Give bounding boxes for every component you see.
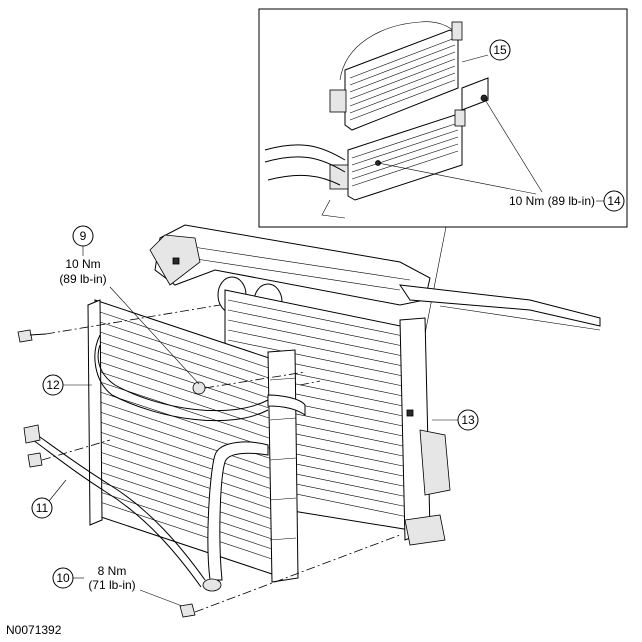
callout-14-number: 14 xyxy=(607,194,621,208)
callout-9-number: 9 xyxy=(80,229,87,243)
callout-13-number: 13 xyxy=(461,413,475,427)
callout-9-torque-nm: 10 Nm xyxy=(65,257,100,271)
callout-12: 12 xyxy=(42,374,92,396)
radiator-support xyxy=(149,224,601,331)
inset-lower-cooler xyxy=(329,109,466,201)
nut-10 xyxy=(179,603,196,618)
callout-11: 11 xyxy=(31,479,67,519)
callout-10-torque-lbin: (71 lb-in) xyxy=(88,578,135,592)
callout-9: 9 10 Nm (89 lb-in) xyxy=(59,225,200,385)
callout-15: 15 xyxy=(489,39,511,61)
cooler-tube-11 xyxy=(23,424,206,588)
cooler-hose xyxy=(94,334,306,592)
callout-10-torque-nm: 8 Nm xyxy=(98,564,127,578)
figure-id: N0071392 xyxy=(6,623,62,637)
install-axes xyxy=(41,304,401,613)
callout-9-torque-lbin: (89 lb-in) xyxy=(59,272,106,286)
inset-upper-cooler xyxy=(329,21,463,131)
callout-10: 10 8 Nm (71 lb-in) xyxy=(52,564,183,607)
callout-11-number: 11 xyxy=(36,501,49,515)
bolt-left-upper xyxy=(17,329,47,343)
callout-15-number: 15 xyxy=(493,43,507,57)
bolt-left-lower xyxy=(27,452,43,468)
callout-14-torque: 10 Nm (89 lb-in) xyxy=(509,194,595,208)
callout-10-number: 10 xyxy=(56,571,70,585)
callout-14: 10 Nm (89 lb-in) 14 xyxy=(509,190,625,212)
detail-inset xyxy=(258,8,628,228)
callout-13: 13 xyxy=(432,409,479,431)
callout-12-number: 12 xyxy=(46,378,60,392)
